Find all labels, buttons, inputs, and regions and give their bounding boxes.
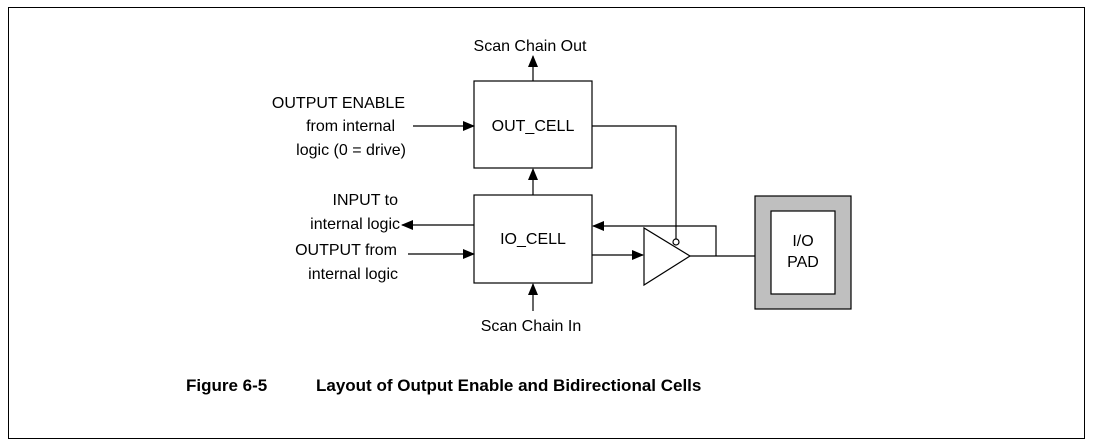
scan-chain-out-label: Scan Chain Out: [474, 38, 588, 55]
output-enable-label-line1: OUTPUT ENABLE: [272, 95, 405, 112]
output-enable-label-line2: from internal: [306, 118, 395, 135]
io-cell-block: [473, 194, 593, 284]
io-pad-inner: [770, 210, 836, 295]
io-pad-label-line2: PAD: [787, 254, 819, 271]
input-label-line1: INPUT to: [333, 192, 399, 209]
input-label-line2: internal logic: [310, 216, 400, 233]
io-pad-label-line1: I/O: [792, 233, 813, 250]
enable-inversion-bubble: [672, 238, 680, 246]
tristate-buffer: [643, 226, 692, 287]
feedback-arrow: [592, 221, 717, 256]
scan-chain-in-label: Scan Chain In: [481, 318, 582, 335]
figure-frame: [8, 7, 1085, 439]
enable-wire: [592, 125, 677, 239]
out-cell-label: OUT_CELL: [492, 118, 575, 135]
figure-title: Layout of Output Enable and Bidirectiona…: [316, 376, 701, 395]
output-label-line1: OUTPUT from: [295, 242, 397, 259]
output-enable-label-line3: logic (0 = drive): [296, 142, 406, 159]
figure-number: Figure 6-5: [186, 376, 267, 395]
io-cell-label: IO_CELL: [500, 231, 566, 248]
output-label-line2: internal logic: [308, 266, 398, 283]
